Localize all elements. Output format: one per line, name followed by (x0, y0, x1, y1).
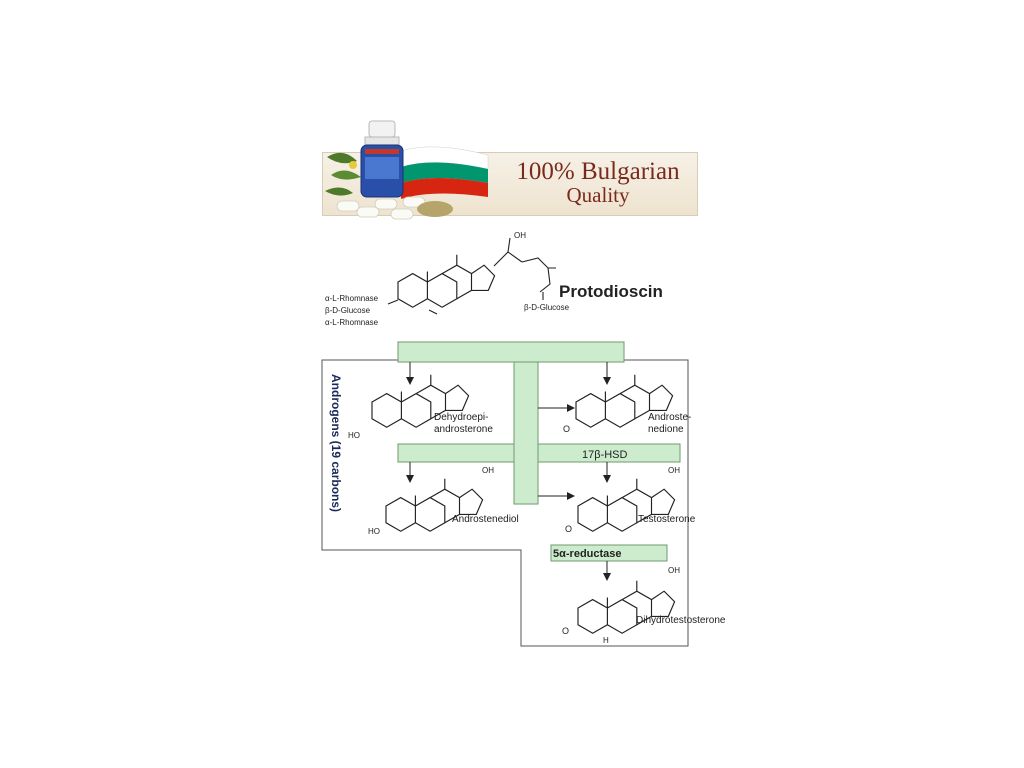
hsd-bar-right (537, 443, 681, 463)
herbal-powder-icon (417, 201, 453, 217)
reductase-bar (550, 544, 668, 562)
sugar-chain-3: α-L-Rhomnase (325, 318, 379, 327)
dhea-name-line-1: Dehydroepi- (434, 412, 488, 423)
herb-leaves-icon (325, 152, 361, 196)
androstenedione-name-line-2: nedione (648, 424, 684, 435)
protodioscin-oh: OH (514, 231, 526, 240)
testosterone-group: O (565, 524, 572, 534)
bulgarian-flag-icon (400, 146, 489, 199)
testosterone-name: Testosterone (638, 514, 696, 525)
banner-slogan: 100% Bulgarian Quality (503, 158, 693, 207)
hsd-bar-left (397, 443, 515, 463)
protodioscin-glycoside: β-D-Glucose (524, 303, 570, 312)
androstenediol-oh: OH (482, 466, 494, 475)
androstenedione-name-line-1: Androste- (648, 412, 691, 423)
androstenediol-group: HO (368, 527, 380, 536)
protodioscin-title: Protodioscin (559, 282, 663, 301)
enzyme-5a-reductase: 5α-reductase (553, 548, 622, 560)
dht-group: O (562, 626, 569, 636)
supplement-bottle-icon (360, 120, 404, 198)
androstenediol-name: Androstenediol (452, 514, 519, 525)
dht-oh: OH (668, 566, 680, 575)
protodioscin-action-stem (513, 361, 539, 505)
capsules-icon (336, 196, 426, 220)
enzyme-17b-hsd: 17β-HSD (582, 449, 628, 461)
androgens-side-label: Androgens (19 carbons) (329, 374, 343, 512)
protodioscin-action-bar (397, 341, 625, 363)
dht-h: H (603, 636, 609, 645)
dhea-group: HO (348, 431, 360, 440)
androgens-region (321, 359, 689, 647)
androstenedione-group: O (563, 424, 570, 434)
sugar-chain-2: β-D-Glucose (325, 306, 371, 315)
dht-name: Dihydrotestosterone (636, 615, 726, 626)
banner-line-1: 100% Bulgarian (516, 158, 680, 185)
banner-line-2: Quality (566, 183, 630, 207)
dhea-name-line-2: androsterone (434, 424, 493, 435)
product-illustration (325, 120, 489, 220)
protodioscin-structure (387, 237, 556, 315)
sugar-chain-1: α-L-Rhomnase (325, 294, 379, 303)
testosterone-oh: OH (668, 466, 680, 475)
quality-banner: 100% Bulgarian Quality (322, 120, 698, 220)
